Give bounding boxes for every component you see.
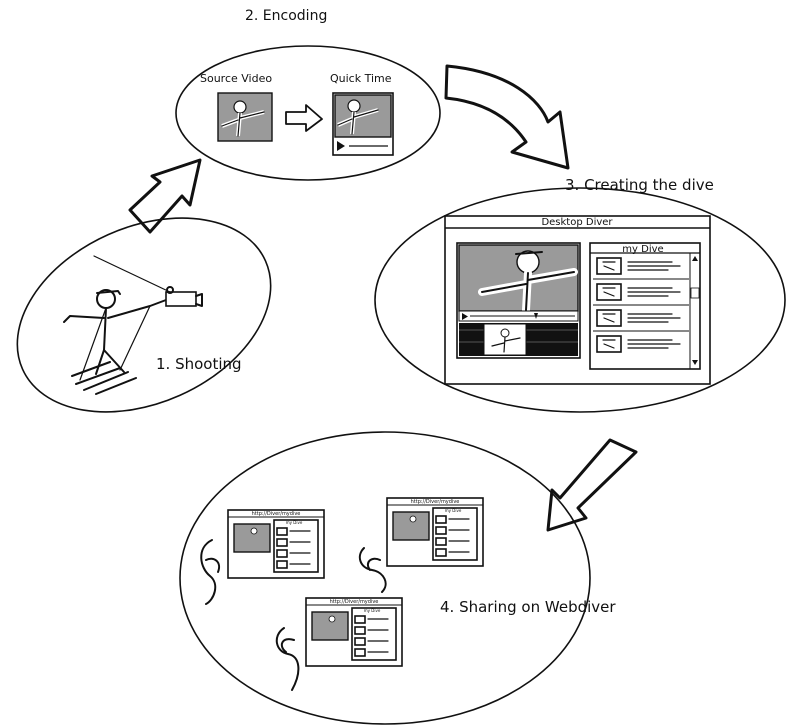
webdiver-url-2: http://Diver/mydive [411,499,460,505]
step-encoding-label: 2. Encoding [245,8,327,24]
step-shooting-label: 1. Shooting [156,355,242,373]
webdiver-browser-2: http://Diver/mydive my Dive [360,498,483,592]
webdiver-browser-1: http://Diver/mydive my Dive [201,510,324,604]
arrow-shoot-to-encode [130,160,200,232]
webdiver-list-title-2: my Dive [445,508,462,513]
quicktime-label: Quick Time [330,72,392,85]
webdiver-url-3: http://Diver/mydive [330,599,379,605]
source-video-label: Source Video [200,72,272,85]
camera-operator-sketch [64,256,202,394]
quicktime-frame [333,93,393,155]
desktop-diver-title: Desktop Diver [541,217,613,228]
arrow-encode-to-create [446,66,568,168]
webdiver-url-1: http://Diver/mydive [252,511,301,517]
webdiver-list-title-1: my Dive [286,520,303,525]
desktop-diver-list-title: my Dive [622,244,663,255]
webdiver-browser-3: http://Diver/mydive my Dive [277,598,402,690]
arrow-create-to-share [548,440,636,530]
source-video-frame [218,93,272,141]
webdiver-list-title-3: my Dive [364,608,381,613]
encode-convert-arrow [286,105,322,131]
step-creating-label: 3. Creating the dive [565,176,714,194]
step-sharing-label: 4. Sharing on Webdiver [440,598,616,616]
shooting-ellipse [0,181,301,450]
desktop-diver-window: Desktop Diver my Dive [445,216,710,384]
